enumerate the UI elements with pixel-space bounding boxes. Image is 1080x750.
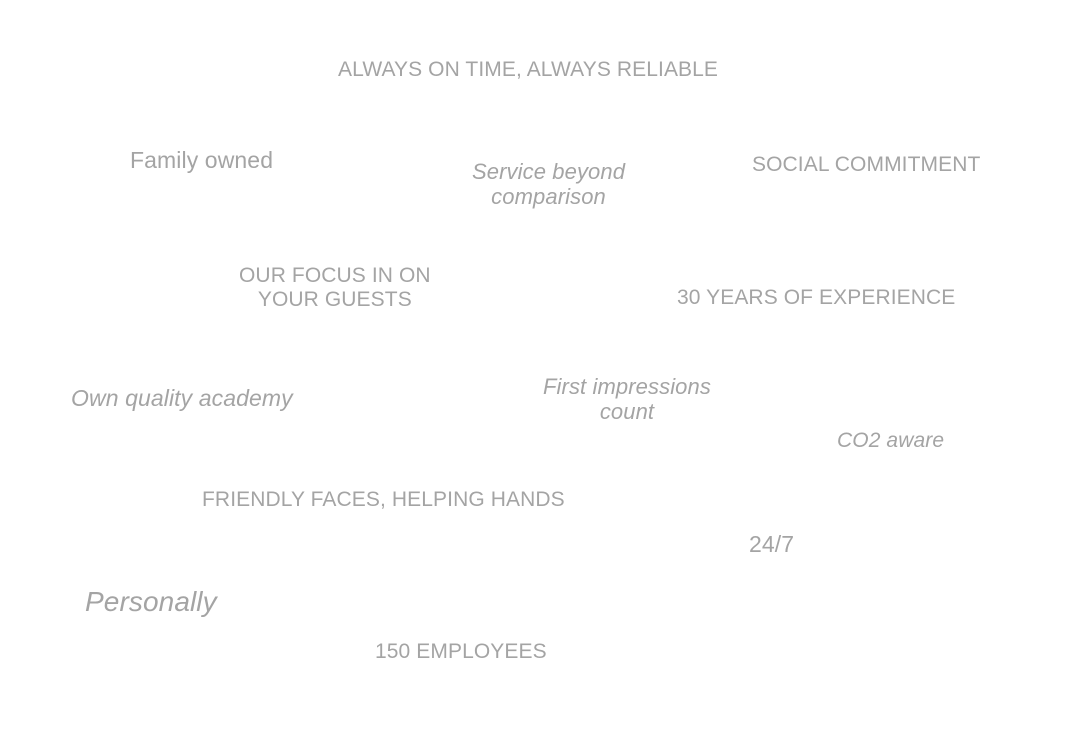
tag-friendly-faces: FRIENDLY FACES, HELPING HANDS bbox=[202, 488, 565, 511]
tag-focus-on-guests: OUR FOCUS IN ON YOUR GUESTS bbox=[239, 264, 431, 312]
tag-quality-academy: Own quality academy bbox=[71, 385, 293, 411]
tag-line: First impressions bbox=[543, 374, 711, 399]
tag-social-commitment: SOCIAL COMMITMENT bbox=[752, 153, 981, 176]
tag-family-owned: Family owned bbox=[130, 147, 274, 173]
tag-line: count bbox=[599, 399, 655, 425]
tag-line: Service beyond bbox=[472, 159, 626, 184]
tag-24-7: 24/7 bbox=[749, 531, 795, 557]
tag-service-beyond-comparison: Service beyond comparison bbox=[472, 159, 625, 210]
tag-always-on-time: ALWAYS ON TIME, ALWAYS RELIABLE bbox=[338, 58, 719, 81]
tag-co2-aware: CO2 aware bbox=[837, 429, 945, 452]
tag-first-impressions: First impressions count bbox=[543, 374, 711, 425]
tag-line: comparison bbox=[491, 184, 606, 210]
tag-line: YOUR GUESTS bbox=[257, 288, 412, 312]
tag-30-years-experience: 30 YEARS OF EXPERIENCE bbox=[677, 286, 956, 309]
tag-150-employees: 150 EMPLOYEES bbox=[375, 640, 547, 663]
tag-line: OUR FOCUS IN ON bbox=[239, 264, 431, 287]
tag-personally: Personally bbox=[85, 586, 217, 617]
